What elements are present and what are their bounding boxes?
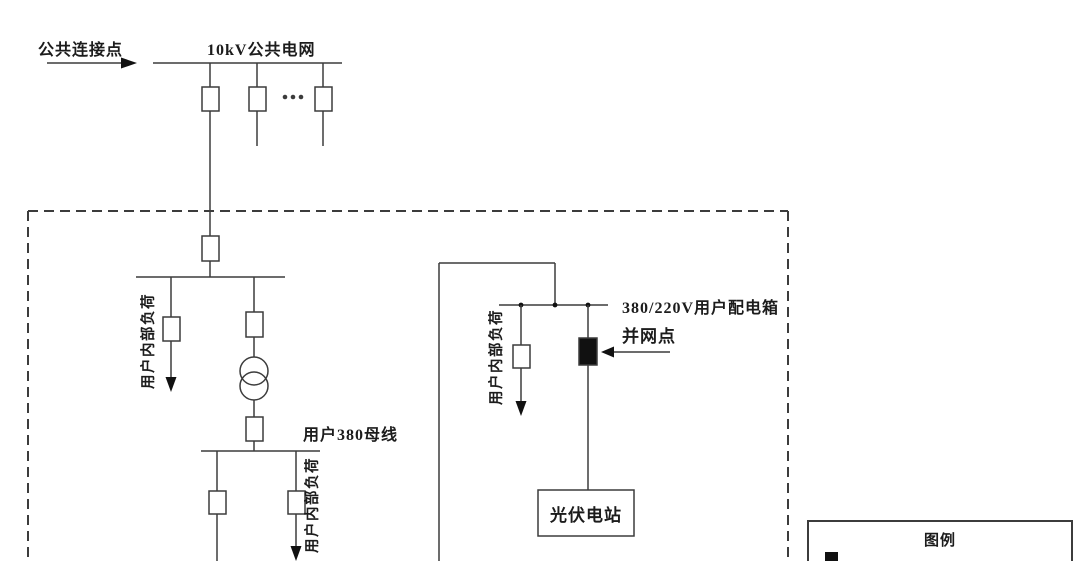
breaker-icon xyxy=(287,490,306,515)
breaker-icon xyxy=(201,86,220,112)
user-internal-load-label-1: 用户内部负荷 xyxy=(141,293,157,389)
load-arrow-icon xyxy=(165,377,177,392)
pcc-label: 公共连接点 xyxy=(38,42,124,59)
distribution-box-label: 380/220V用户配电箱 xyxy=(622,300,780,317)
ellipsis-dots xyxy=(282,94,304,100)
transformer-branch xyxy=(239,277,269,451)
transformer-icon xyxy=(239,356,269,401)
grid-feeder-3 xyxy=(314,63,333,146)
distribution-load-branch xyxy=(512,305,531,416)
breaker-icon xyxy=(245,311,264,338)
user-incoming-branch xyxy=(136,235,285,278)
pv-branch xyxy=(578,305,598,490)
grid-feeder-1 xyxy=(201,63,220,236)
breaker-icon xyxy=(314,86,333,112)
user-internal-load-label-2: 用户内部负荷 xyxy=(305,457,321,553)
user-internal-load-label-3: 用户内部负荷 xyxy=(489,309,505,405)
grid-feeder-2 xyxy=(248,63,267,146)
grid-10kv-label: 10kV公共电网 xyxy=(207,42,316,59)
load-arrow-icon xyxy=(515,401,527,416)
380-bus-branch-left xyxy=(208,451,227,561)
breaker-icon xyxy=(201,235,220,262)
load-arrow-icon xyxy=(290,546,302,561)
legend-box xyxy=(807,520,1073,561)
pv-station-label: 光伏电站 xyxy=(550,505,622,525)
legend-title: 图例 xyxy=(923,533,956,549)
breaker-icon xyxy=(245,416,264,442)
grid-connection-pointer-arrow-icon xyxy=(601,346,670,358)
pcc-arrow-icon xyxy=(47,57,137,69)
legend-symbol-grid-connection-point xyxy=(825,552,838,561)
breaker-icon xyxy=(208,490,227,515)
380-bus-branch-right xyxy=(287,451,306,561)
user-380-bus-label: 用户380母线 xyxy=(303,427,399,444)
breaker-icon xyxy=(162,316,181,342)
pv-station-box xyxy=(537,489,635,537)
user-load-branch-1 xyxy=(162,277,181,392)
grid-connection-point-label: 并网点 xyxy=(622,327,676,346)
breaker-icon xyxy=(512,344,531,369)
user-boundary-dashed-box xyxy=(27,210,789,561)
breaker-icon xyxy=(248,86,267,112)
grid-connection-point-icon xyxy=(578,337,598,366)
connector-to-distribution-box xyxy=(438,262,556,561)
